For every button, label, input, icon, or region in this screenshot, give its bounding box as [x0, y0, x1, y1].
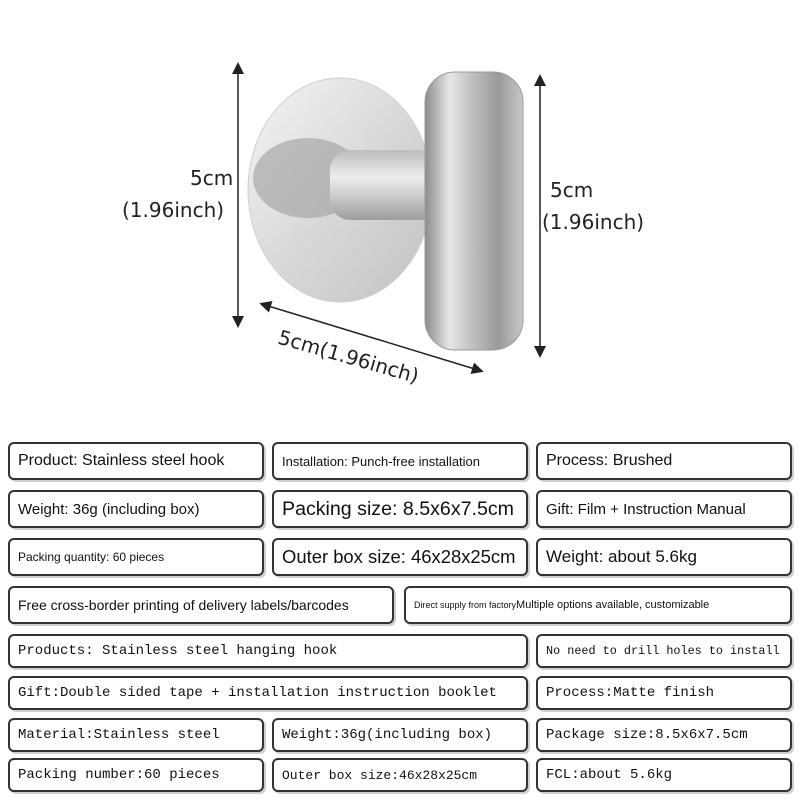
height-label-right-inch: (1.96inch): [542, 210, 645, 234]
spec-box: Outer box size:46x28x25cm: [272, 758, 528, 792]
depth-arrow: [259, 301, 484, 374]
height-label-left: 5cm: [190, 166, 234, 190]
spec-box: Product: Stainless steel hook: [8, 442, 264, 480]
spec-box: Weight:36g(including box): [272, 718, 528, 752]
product-photo: [232, 62, 546, 374]
spec-box: Outer box size: 46x28x25cm: [272, 538, 528, 576]
spec-box: Free cross-border printing of delivery l…: [8, 586, 394, 624]
spec-box: Weight: 36g (including box): [8, 490, 264, 528]
hook-cylinder: [424, 71, 524, 351]
height-label-right: 5cm: [550, 178, 594, 202]
height-label-left-inch: (1.96inch): [122, 198, 225, 222]
spec-box: Packing number:60 pieces: [8, 758, 264, 792]
spec-box: Package size:8.5x6x7.5cm: [536, 718, 792, 752]
spec-box: Material:Stainless steel: [8, 718, 264, 752]
spec-box: Gift:Double sided tape + installation in…: [8, 676, 528, 710]
spec-box: FCL:about 5.6kg: [536, 758, 792, 792]
spec-box: Process: Brushed: [536, 442, 792, 480]
spec-box: No need to drill holes to install: [536, 634, 792, 668]
spec-box: Products: Stainless steel hanging hook: [8, 634, 528, 668]
spec-box: Packing quantity: 60 pieces: [8, 538, 264, 576]
spec-box: Gift: Film + Instruction Manual: [536, 490, 792, 528]
hook-neck: [330, 150, 440, 220]
spec-box: Weight: about 5.6kg: [536, 538, 792, 576]
spec-box: Installation: Punch-free installation: [272, 442, 528, 480]
spec-box: Packing size: 8.5x6x7.5cm: [272, 490, 528, 528]
spec-box: Process:Matte finish: [536, 676, 792, 710]
